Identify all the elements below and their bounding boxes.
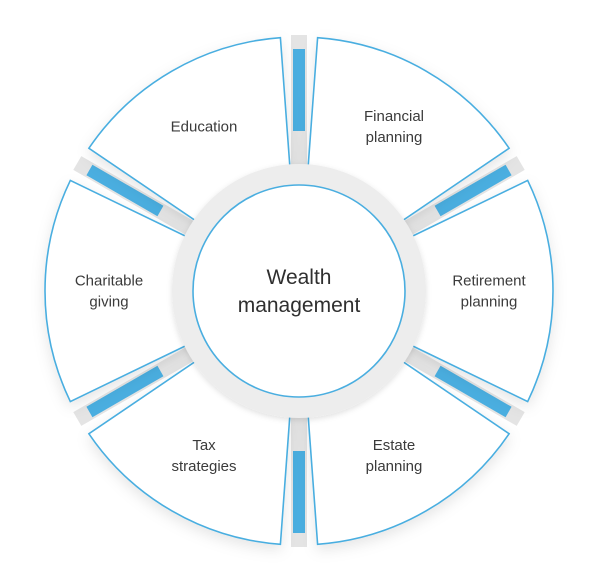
connector-bar (86, 365, 164, 418)
segment-label-line: Charitable (75, 273, 143, 290)
segment-label-line: planning (461, 294, 518, 311)
center-label-line: management (238, 294, 361, 317)
segment-label-retirement-planning: Retirement planning (452, 273, 526, 311)
segment-label-line: Education (171, 118, 238, 135)
center-circle (192, 184, 406, 398)
segment-label-tax-strategies: Tax strategies (171, 437, 236, 475)
connector-bar (86, 164, 164, 217)
segment-label-financial-planning: Financial planning (364, 108, 424, 146)
segment-label-line: planning (366, 458, 423, 475)
connector-bar (434, 365, 512, 418)
segment-label-line: giving (89, 294, 128, 311)
segment-label-line: Tax (192, 437, 216, 454)
segment-label-line: Estate (373, 437, 416, 454)
segment-label-education: Education (171, 118, 238, 135)
segment-label-line: Financial (364, 108, 424, 125)
segment-label-line: strategies (171, 458, 236, 475)
segment-label-line: Retirement (452, 273, 526, 290)
connector-bar (434, 164, 512, 217)
segment-layer (44, 36, 554, 546)
center-label-line: Wealth (267, 266, 332, 289)
segment-label-line: planning (366, 129, 423, 146)
segment-label-charitable-giving: Charitable giving (75, 273, 143, 311)
connector-layer (73, 35, 525, 547)
segment-label-estate-planning: Estate planning (366, 437, 423, 475)
center-label: Wealth management (238, 266, 361, 317)
